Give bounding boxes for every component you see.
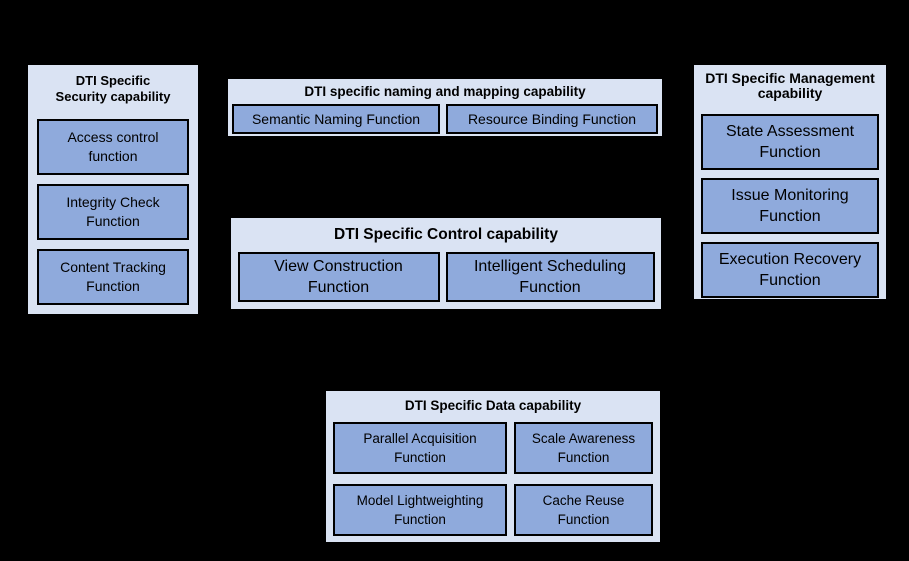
function-box-cache-reuse: Cache Reuse Function: [514, 484, 653, 536]
function-box-issue-monitoring: Issue Monitoring Function: [701, 178, 879, 234]
function-box-intelligent-scheduling: Intelligent Scheduling Function: [445, 252, 655, 302]
function-box-access-control: Access control function: [37, 119, 189, 175]
function-box-model-lightweighting: Model Lightweighting Function: [333, 484, 507, 536]
group-data-capability: DTI Specific Data capability Parallel Ac…: [325, 390, 661, 543]
function-box-state-assessment: State Assessment Function: [701, 114, 879, 170]
function-box-integrity-check: Integrity Check Function: [37, 184, 189, 240]
function-box-parallel-acquisition: Parallel Acquisition Function: [333, 422, 507, 474]
function-box-execution-recovery: Execution Recovery Function: [701, 242, 879, 298]
function-box-resource-binding: Resource Binding Function: [446, 104, 658, 134]
control-function-list: View Construction Function Intelligent S…: [237, 252, 655, 302]
group-naming-mapping-capability: DTI specific naming and mapping capabili…: [227, 78, 663, 137]
group-title-security: DTI Specific Security capability: [55, 73, 171, 104]
group-title-naming-mapping: DTI specific naming and mapping capabili…: [304, 84, 586, 99]
group-title-management: DTI Specific Management capability: [705, 70, 875, 101]
naming-function-list: Semantic Naming Function Resource Bindin…: [232, 104, 658, 134]
group-management-capability: DTI Specific Management capability State…: [693, 64, 887, 300]
security-function-list: Access control function Integrity Check …: [37, 119, 189, 305]
group-title-control: DTI Specific Control capability: [334, 226, 558, 243]
group-security-capability: DTI Specific Security capability Access …: [27, 64, 199, 315]
data-function-grid: Parallel Acquisition Function Scale Awar…: [333, 422, 653, 536]
function-box-scale-awareness: Scale Awareness Function: [514, 422, 653, 474]
management-function-list: State Assessment Function Issue Monitori…: [701, 114, 879, 298]
group-control-capability: DTI Specific Control capability View Con…: [230, 217, 662, 310]
function-box-view-construction: View Construction Function: [237, 252, 440, 302]
function-box-content-tracking: Content Tracking Function: [37, 249, 189, 305]
function-box-semantic-naming: Semantic Naming Function: [232, 104, 440, 134]
group-title-data: DTI Specific Data capability: [404, 398, 582, 413]
